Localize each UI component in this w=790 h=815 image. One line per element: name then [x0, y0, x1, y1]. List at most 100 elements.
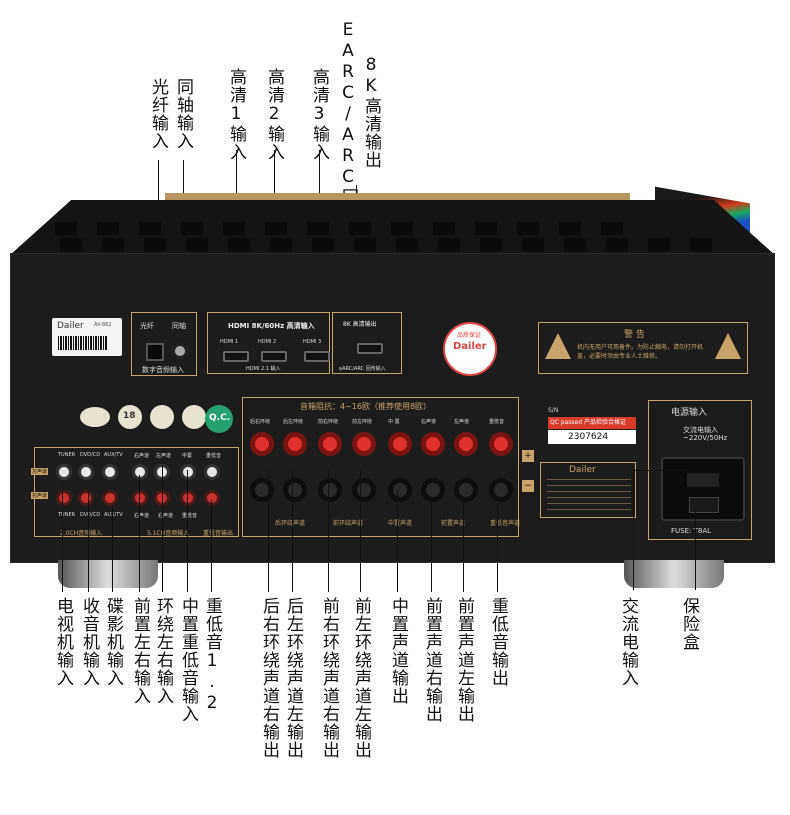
rca-jack-red[interactable]	[56, 490, 72, 506]
speaker-terminal-positive[interactable]	[388, 432, 412, 456]
rca-jack-red[interactable]	[180, 490, 196, 506]
hdmi-sub: HDMI 2.1 输入	[246, 366, 281, 372]
rca-top-label: TUNER	[58, 452, 76, 458]
vent-slot	[354, 238, 376, 251]
leader-ac-vertical	[633, 470, 634, 590]
fuse-drawer[interactable]	[689, 497, 719, 513]
leader-sub12	[211, 500, 212, 592]
speaker-terminal-negative[interactable]	[489, 478, 513, 502]
fuse-spec: FUSE: T8AL	[671, 527, 712, 535]
vent-slot	[307, 222, 329, 235]
optical-port[interactable]	[146, 343, 164, 361]
vent-slot	[228, 238, 250, 251]
hdmi-out-port[interactable]	[357, 343, 383, 354]
speaker-group-label: 中置声道	[387, 520, 412, 527]
speaker-terminal-positive[interactable]	[352, 432, 376, 456]
speaker-top-label: 前左环绕	[352, 419, 373, 425]
vent-slot	[181, 222, 203, 235]
speaker-terminal-positive[interactable]	[283, 432, 307, 456]
speaker-top-label: 左声道	[454, 419, 470, 425]
speaker-group-label: 后环绕声道	[274, 520, 305, 527]
hdmi1-port[interactable]	[223, 351, 249, 362]
warning-left-icon	[545, 333, 571, 359]
speaker-terminal-negative[interactable]	[250, 478, 274, 502]
warning-text: 机内无用户可用备件。为防止触电，请勿打开机盖，必要时须由专业人士维修。	[577, 344, 704, 360]
rca-bottom-label: 重低音	[182, 513, 198, 519]
leader-center-sub	[187, 470, 188, 592]
vent-slot	[438, 238, 460, 251]
rca-jack-white[interactable]	[78, 464, 94, 480]
vent-slot	[270, 238, 292, 251]
warning-title: 警 告	[624, 330, 645, 340]
hdmi2-port[interactable]	[261, 351, 287, 362]
rca-jack-red[interactable]	[132, 490, 148, 506]
rca-jack-white[interactable]	[132, 464, 148, 480]
speaker-terminal-negative[interactable]	[388, 478, 412, 502]
rca-jack-white[interactable]	[180, 464, 196, 480]
vent-slot	[606, 238, 628, 251]
rca-bottom-label: 右声道	[158, 513, 174, 519]
coaxial-label: 同轴	[172, 322, 186, 330]
label-hdmi3-input: 高清3输入	[309, 68, 329, 161]
speaker-terminal-negative[interactable]	[318, 478, 342, 502]
speaker-top-label: 重低音	[489, 419, 505, 425]
rca-jack-red[interactable]	[78, 490, 94, 506]
speaker-group-label: 前环绕声道	[332, 520, 363, 527]
label-front-l: 前置声道左输出	[454, 597, 474, 723]
leader-sub-out	[497, 505, 498, 592]
sn-label: S/N	[548, 407, 559, 414]
ac-spec-1: 交流电输入	[683, 426, 718, 434]
power-socket[interactable]	[661, 457, 745, 521]
label-optical-input: 光纤输入	[148, 78, 168, 150]
speaker-terminal-positive[interactable]	[454, 432, 478, 456]
leader-dvd	[112, 505, 113, 592]
speaker-terminal-negative[interactable]	[283, 478, 307, 502]
age-badge-text: 18	[123, 411, 136, 421]
rca-top-label: AUX/TV	[104, 452, 123, 458]
speaker-terminal-positive[interactable]	[421, 432, 445, 456]
speaker-terminal-positive[interactable]	[318, 432, 342, 456]
speaker-terminal-negative[interactable]	[421, 478, 445, 502]
speaker-minus-label: −	[522, 480, 534, 492]
rca-jack-white[interactable]	[204, 464, 220, 480]
label-hdmi2-input: 高清2输入	[264, 68, 284, 161]
vent-slot	[223, 222, 245, 235]
speaker-top-label: 后左环绕	[283, 419, 304, 425]
coaxial-port[interactable]	[172, 343, 188, 359]
hdmi-input-box: HDMI 8K/60Hz 高清输入 HDMI 1 HDMI 2 HDMI 3 H…	[207, 312, 330, 374]
digital-input-label: 数字音频输入	[142, 366, 184, 374]
rca-jack-white[interactable]	[102, 464, 118, 480]
optical-label: 光纤	[140, 322, 154, 330]
rca-input-panel: 左声道 右声道	[31, 447, 239, 537]
leader-surround-lr	[162, 465, 163, 592]
out8k-title: 8K 高清输出	[343, 321, 377, 328]
speaker-terminal-negative[interactable]	[454, 478, 478, 502]
label-fuse: 保险盒	[679, 597, 699, 651]
rca-group-51ch: 5.1CH音频输入	[147, 530, 190, 537]
rca-top-label: 中置	[182, 453, 193, 459]
leader-ac-horizontal	[633, 470, 690, 471]
rca-jack-red[interactable]	[204, 490, 220, 506]
foot-right	[624, 560, 724, 588]
speaker-terminal-positive[interactable]	[250, 432, 274, 456]
label-ac-in: 交流电输入	[618, 597, 638, 687]
rca-bottom-label: 右声道	[134, 513, 150, 519]
vent-slot	[144, 238, 166, 251]
socket-pins	[687, 473, 719, 487]
model-sticker: Dailer AV-862	[52, 318, 122, 356]
speaker-top-label: 中 置	[388, 419, 400, 425]
spec-lines	[547, 479, 631, 513]
speaker-top-label: 右声道	[421, 419, 437, 425]
rca-jack-red[interactable]	[102, 490, 118, 506]
rca-top-label: 左声道	[156, 453, 172, 459]
vent-slot	[475, 222, 497, 235]
hdmi3-port[interactable]	[304, 351, 330, 362]
speaker-top-label: 后右环绕	[250, 419, 271, 425]
speaker-terminal-positive[interactable]	[489, 432, 513, 456]
rca-jack-white[interactable]	[56, 464, 72, 480]
leader-front-r	[431, 500, 432, 592]
speaker-terminal-negative[interactable]	[352, 478, 376, 502]
sticker-model: AV-862	[94, 322, 112, 328]
vent-slot	[55, 222, 77, 235]
vent-slot	[396, 238, 418, 251]
